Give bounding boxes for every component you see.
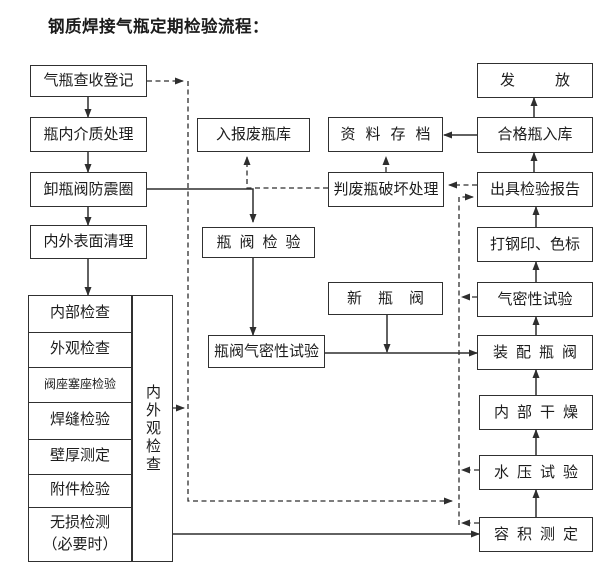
node-internal-inspection: 内部检查 bbox=[29, 296, 131, 333]
node-label: 打钢印、色标 bbox=[489, 236, 580, 253]
node-label: 内部干燥 bbox=[493, 404, 586, 421]
node-stamp-color-mark: 打钢印、色标 bbox=[477, 227, 593, 262]
node-scrap-destroy: 判废瓶破坏处理 bbox=[328, 172, 444, 207]
node-label: 水压试验 bbox=[493, 464, 586, 481]
node-inspection-report: 出具检验报告 bbox=[477, 172, 593, 207]
node-label: 入报废瓶库 bbox=[215, 127, 291, 143]
node-issue: 发放 bbox=[477, 63, 593, 98]
node-assemble-valve: 装配瓶阀 bbox=[477, 335, 593, 370]
node-label: 焊缝检验 bbox=[49, 412, 110, 429]
node-label: 判废瓶破坏处理 bbox=[333, 181, 439, 198]
node-label: 壁厚测定 bbox=[49, 448, 110, 465]
node-inner-outer-inspection: 内外观检查 bbox=[132, 295, 173, 562]
solid-arrows bbox=[84, 97, 540, 538]
page-title: 钢质焊接气瓶定期检验流程： bbox=[48, 17, 269, 36]
node-valve-seat-inspection: 阀座塞座检验 bbox=[29, 368, 131, 403]
node-new-valve: 新瓶阀 bbox=[328, 282, 443, 315]
node-label: 气瓶查收登记 bbox=[43, 73, 134, 89]
node-label: 装配瓶阀 bbox=[492, 344, 585, 361]
node-label: 无损检测 bbox=[49, 514, 110, 531]
node-label: 出具检验报告 bbox=[489, 181, 580, 198]
node-hydrostatic-test: 水压试验 bbox=[479, 455, 593, 490]
node-accessory-inspection: 附件检验 bbox=[29, 475, 131, 508]
node-internal-drying: 内部干燥 bbox=[479, 395, 593, 430]
node-acceptance-registration: 气瓶查收登记 bbox=[30, 65, 147, 97]
node-appearance-inspection: 外观检查 bbox=[29, 333, 131, 368]
node-label: 合格瓶入库 bbox=[497, 127, 573, 143]
node-surface-cleaning: 内外表面清理 bbox=[30, 225, 147, 259]
node-label: （必要时） bbox=[42, 536, 118, 553]
node-label: 内部检查 bbox=[49, 305, 110, 322]
node-weld-inspection: 焊缝检验 bbox=[29, 403, 131, 440]
node-label: 气密性试验 bbox=[497, 291, 573, 308]
node-label: 瓶阀气密性试验 bbox=[213, 343, 319, 360]
node-label: 新瓶阀 bbox=[346, 290, 440, 307]
node-ndt: 无损检测 （必要时） bbox=[29, 508, 131, 561]
node-scrapped-cylinder-store: 入报废瓶库 bbox=[197, 118, 310, 152]
node-internal-medium-treatment: 瓶内介质处理 bbox=[30, 117, 147, 152]
node-label: 发放 bbox=[499, 72, 610, 89]
node-volume-measurement: 容积测定 bbox=[479, 517, 593, 552]
node-label: 外观检查 bbox=[49, 341, 110, 358]
node-label: 阀座塞座检验 bbox=[43, 377, 116, 392]
node-label: 附件检验 bbox=[49, 482, 110, 499]
node-label: 瓶内介质处理 bbox=[43, 126, 134, 143]
node-valve-airtight-test: 瓶阀气密性试验 bbox=[208, 335, 325, 368]
node-label: 容积测定 bbox=[493, 526, 586, 543]
node-label: 内外观检查 bbox=[144, 383, 160, 474]
node-airtight-test: 气密性试验 bbox=[477, 282, 593, 317]
node-label: 卸瓶阀防震圈 bbox=[43, 181, 134, 198]
node-cylinder-valve-inspection: 瓶阀检验 bbox=[202, 227, 315, 258]
node-label: 内外表面清理 bbox=[43, 234, 134, 250]
inspection-stack: 内部检查 外观检查 阀座塞座检验 焊缝检验 壁厚测定 附件检验 无损检测 （必要… bbox=[28, 295, 132, 562]
node-label: 资料存档 bbox=[340, 126, 441, 143]
node-data-archive: 资料存档 bbox=[328, 117, 443, 152]
node-wall-thickness: 壁厚测定 bbox=[29, 440, 131, 475]
node-qualified-storage: 合格瓶入库 bbox=[477, 117, 593, 153]
node-label: 瓶阀检验 bbox=[216, 234, 309, 251]
dashed-reject-arrows bbox=[147, 77, 479, 527]
node-remove-valve-ring: 卸瓶阀防震圈 bbox=[30, 172, 147, 207]
